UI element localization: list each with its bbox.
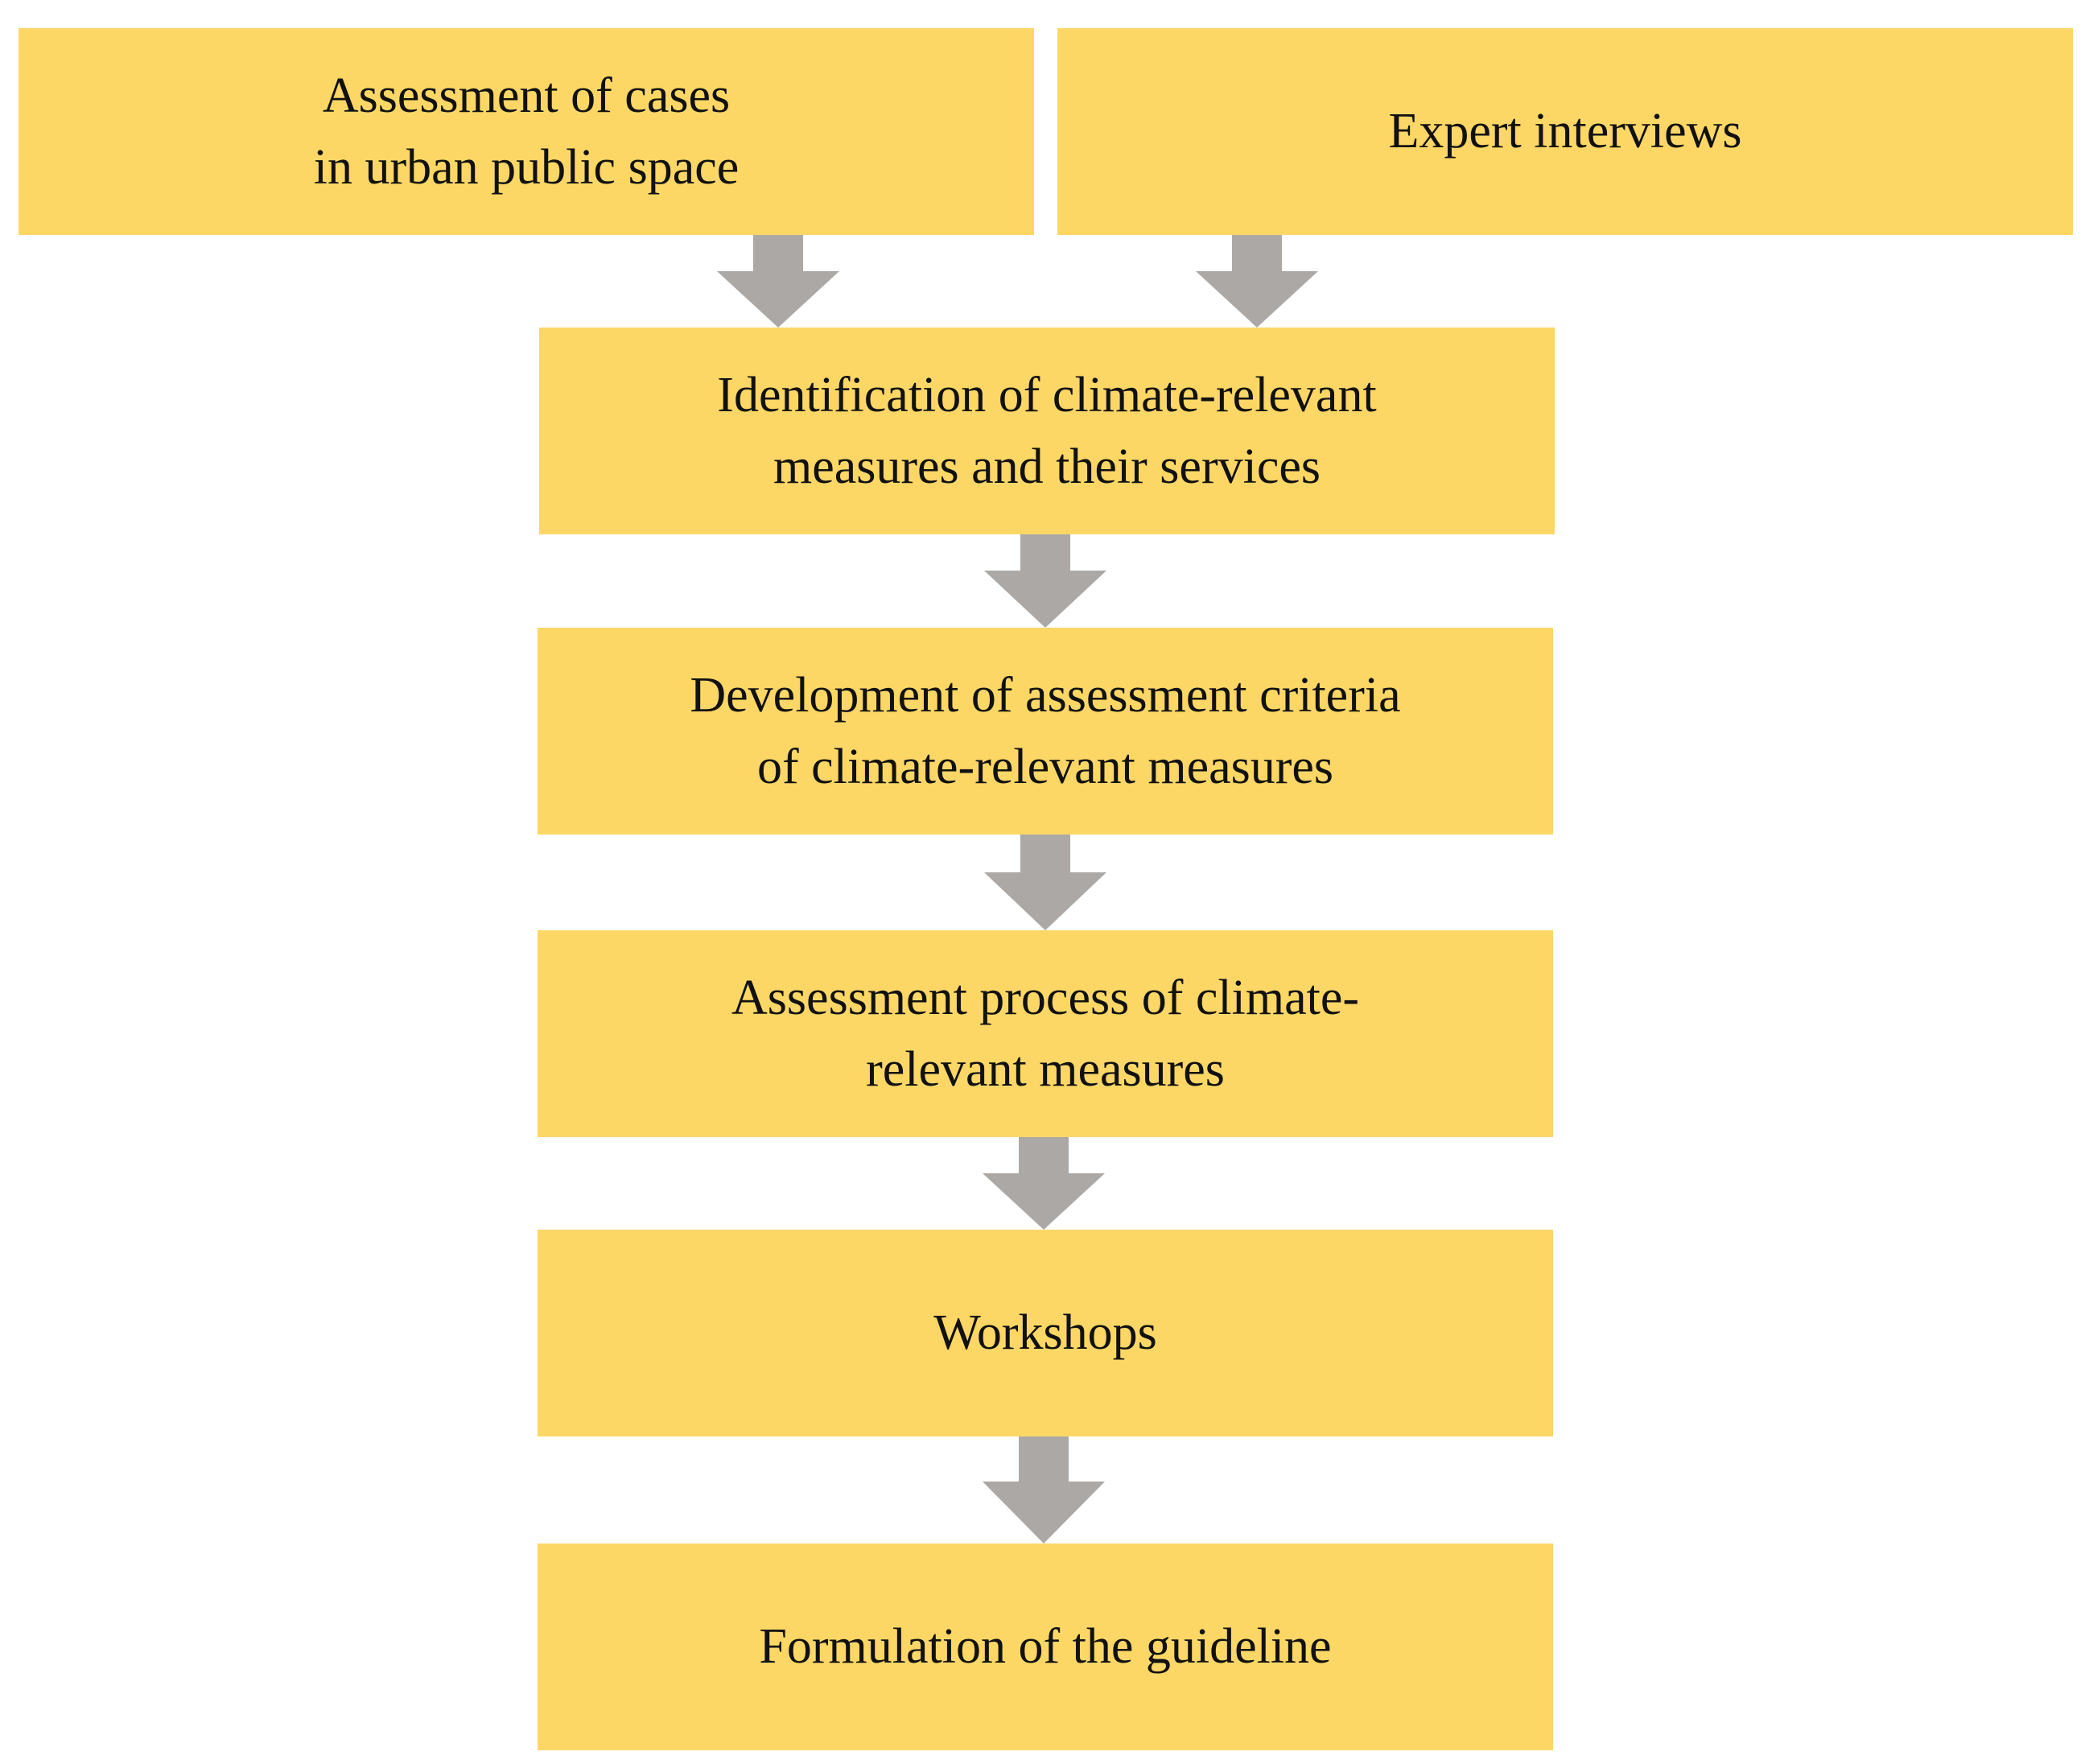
node-label: Workshops	[933, 1305, 1157, 1361]
node-assessment-process: Assessment process of climate- relevant …	[538, 930, 1553, 1137]
down-arrow-icon	[1196, 235, 1318, 328]
node-expert-interviews: Expert interviews	[1057, 28, 2073, 235]
down-arrow-icon	[717, 235, 839, 328]
node-label: Assessment process of climate- relevant …	[731, 971, 1359, 1097]
down-arrow-icon	[984, 835, 1106, 930]
down-arrow-icon	[983, 1137, 1105, 1230]
node-label: Identification of climate-relevant measu…	[717, 368, 1377, 494]
arrow-shape	[983, 1436, 1105, 1544]
arrow-shape	[984, 534, 1106, 628]
node-assessment-of-cases: Assessment of cases in urban public spac…	[19, 28, 1034, 235]
arrow-shape	[984, 835, 1106, 930]
arrow-shape	[1196, 235, 1318, 328]
node-identification-of-measures: Identification of climate-relevant measu…	[539, 328, 1555, 534]
node-label: Assessment of cases in urban public spac…	[313, 68, 740, 195]
node-label: Expert interviews	[1388, 104, 1742, 159]
down-arrow-icon	[983, 1436, 1105, 1544]
node-label: Development of assessment criteria of cl…	[690, 668, 1401, 794]
arrow-shape	[983, 1137, 1105, 1230]
arrow-shape	[717, 235, 839, 328]
node-formulation-of-guideline: Formulation of the guideline	[538, 1544, 1553, 1750]
node-workshops: Workshops	[538, 1230, 1553, 1436]
down-arrow-icon	[984, 534, 1106, 628]
node-development-of-criteria: Development of assessment criteria of cl…	[538, 628, 1553, 835]
node-label: Formulation of the guideline	[759, 1619, 1332, 1675]
